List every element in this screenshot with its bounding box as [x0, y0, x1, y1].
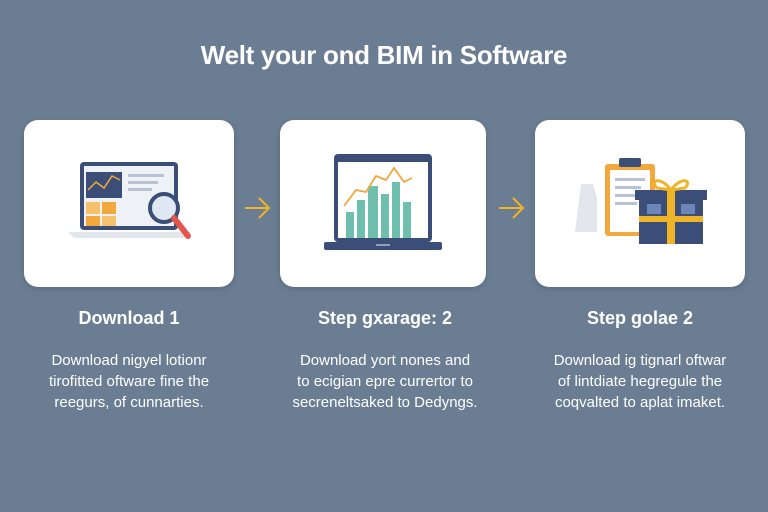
step-1-description-line: Download nigyel lotionr	[51, 352, 207, 369]
step-3-description-line: of lintdiate hegregule the	[557, 373, 723, 390]
step-3-card	[535, 120, 745, 287]
step-3-description: Download ig tignarl oftwar of lintdiate …	[520, 350, 760, 413]
step-2-description-line: secreneltsaked to Dedyngs.	[292, 394, 478, 411]
step-1-description-line: tirofitted oftware fine the	[48, 373, 210, 390]
step-3-description-line: Download ig tignarl oftwar	[553, 352, 727, 369]
step-1-description-line: reegurs, of cunnarties.	[54, 394, 204, 411]
step-2-description-line: Download yort nones and	[299, 352, 471, 369]
clipboard-gift-icon	[575, 158, 707, 244]
step-2-title: Step gxarage: 2	[317, 308, 453, 328]
arrow-right-icon	[245, 197, 271, 219]
step-1-description: Download nigyel lotionr tirofitted oftwa…	[9, 350, 249, 413]
step-3-title: Step golae 2	[586, 308, 694, 328]
step-3-description-line: coqvalted to aplat imaket.	[554, 394, 726, 411]
step-1-card	[24, 120, 234, 287]
arrow-right-icon	[499, 197, 525, 219]
step-1-title: Download 1	[78, 308, 180, 328]
step-2-description-line: to ecigian epre currertor to	[297, 373, 473, 390]
step-2-card	[280, 120, 486, 287]
step-2-description: Download yort nones and to ecigian epre …	[265, 350, 505, 413]
laptop-magnifier-icon	[68, 162, 191, 239]
laptop-chart-icon	[324, 154, 442, 250]
page-title: Welt your ond BIM in Software	[200, 40, 568, 70]
